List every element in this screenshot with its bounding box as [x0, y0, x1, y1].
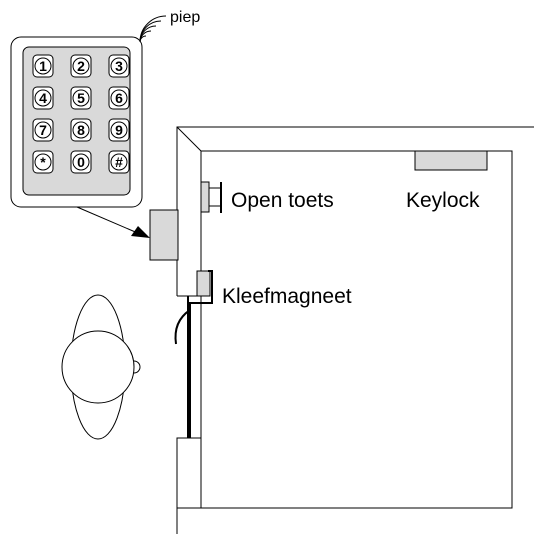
keypad-key-label: 7 [39, 122, 47, 138]
keypad-key-label: 9 [115, 122, 123, 138]
person-icon [61, 294, 141, 440]
keypad-key-label: 1 [39, 58, 47, 74]
door [174, 304, 191, 438]
lower-wall-post [176, 437, 202, 509]
keypad-key: 7 [32, 118, 54, 142]
keypad-key-label: 3 [115, 58, 123, 74]
connection-arrow [76, 206, 150, 238]
keypad-key: 5 [70, 86, 92, 110]
keypad-key-label: 0 [77, 154, 85, 170]
keypad-key: 1 [32, 54, 54, 78]
magnet [187, 270, 213, 304]
door-frame [176, 295, 202, 534]
arrow-head [131, 226, 150, 238]
keypad-key: 9 [108, 118, 130, 142]
keylock-label: Keylock [406, 189, 480, 212]
keypad-key-label: 2 [77, 58, 85, 74]
keypad-key: 3 [108, 54, 130, 78]
keypad-key-label: * [40, 154, 46, 170]
keypad-key-label: 4 [39, 90, 47, 106]
keypad-key-label: 5 [77, 90, 85, 106]
magnet-plate [187, 270, 213, 304]
keypad-key: 4 [32, 86, 54, 110]
keypad: 1 2 3 4 5 6 7 8 9 * 0 # [10, 36, 143, 208]
person-head [61, 330, 135, 404]
room-walls [176, 126, 534, 509]
door-handle-cable [174, 309, 191, 345]
keypad-key: 2 [70, 54, 92, 78]
arrow-line [76, 206, 141, 235]
magnet-body [196, 270, 211, 297]
keypad-key: 0 [70, 150, 92, 174]
keypad-key-label: # [115, 154, 123, 170]
open-button-label: Open toets [231, 189, 334, 212]
keypad-key: 6 [108, 86, 130, 110]
keypad-key: 8 [70, 118, 92, 142]
keypad-key: # [108, 150, 130, 174]
beep-waves-icon [139, 15, 167, 43]
wall-reader-unit [149, 209, 179, 261]
keypad-key-label: 8 [77, 122, 85, 138]
keypad-key: * [32, 150, 54, 174]
beep-label: piep [170, 9, 200, 26]
keypad-key-label: 6 [115, 90, 123, 106]
key-grid: 1 2 3 4 5 6 7 8 9 * 0 # [32, 54, 130, 174]
open-button [200, 181, 222, 213]
room-interior [200, 150, 513, 509]
open-button-box [200, 181, 210, 213]
top-wall-cap [176, 126, 202, 152]
magnet-label: Kleefmagneet [222, 285, 352, 308]
keylock-box [414, 150, 488, 171]
open-button-cap [208, 187, 222, 207]
